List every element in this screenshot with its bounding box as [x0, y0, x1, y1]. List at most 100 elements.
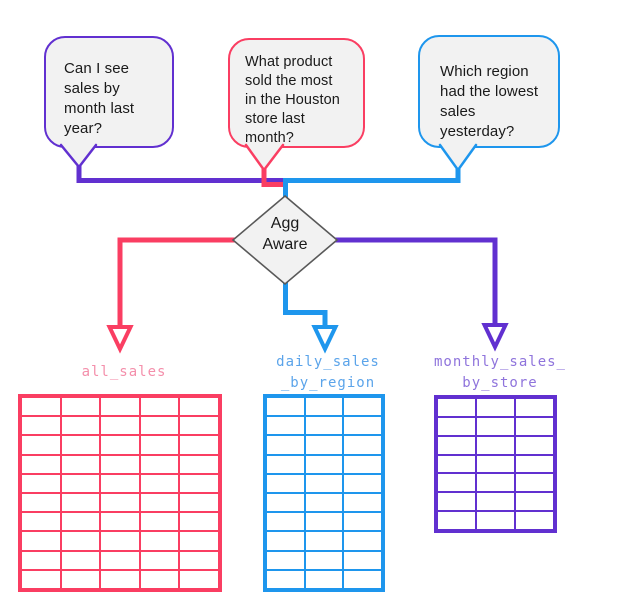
- table-cell: [477, 512, 514, 529]
- table-cell: [305, 513, 343, 531]
- arrow-down-icon: [481, 323, 509, 352]
- table-cell: [101, 474, 139, 492]
- table-grid-daily-sales-by-region: [263, 394, 385, 592]
- table-grid-all-sales: [18, 394, 222, 592]
- table-cell: [101, 513, 139, 531]
- table-cell: [61, 398, 100, 416]
- table-cell: [305, 417, 343, 435]
- table-name-daily-sales-by-region: daily_sales _by_region: [276, 354, 380, 391]
- table-cell: [101, 494, 139, 512]
- table-cell: [344, 570, 381, 588]
- table-cell: [101, 398, 139, 416]
- table-cell: [140, 455, 179, 473]
- table-cell: [140, 551, 179, 569]
- table-cell: [267, 474, 304, 492]
- arrow-down-icon: [106, 325, 134, 354]
- table-cell: [305, 570, 343, 588]
- table-cell: [344, 455, 381, 473]
- table-cell: [61, 513, 100, 531]
- table-cell: [61, 417, 100, 435]
- table-cell: [140, 436, 179, 454]
- speech-bubble-houston-product-question: What product sold the most in the Housto…: [228, 38, 365, 148]
- table-cell: [140, 417, 179, 435]
- table-cell: [267, 513, 304, 531]
- speech-bubble-lowest-region-question: Which region had the lowest sales yester…: [418, 35, 560, 148]
- table-cell: [267, 436, 304, 454]
- table-cell: [516, 399, 553, 416]
- table-cell: [140, 570, 179, 588]
- connector-pink-in: [261, 162, 288, 187]
- table-cell: [101, 436, 139, 454]
- table-cell: [305, 551, 343, 569]
- connector-purple-out: [335, 237, 498, 327]
- table-cell: [22, 551, 60, 569]
- table-cell: [180, 417, 218, 435]
- table-cell: [305, 532, 343, 550]
- table-cell: [180, 398, 218, 416]
- table-cell: [477, 455, 514, 473]
- table-cell: [305, 494, 343, 512]
- table-cell: [438, 474, 475, 492]
- table-cell: [180, 494, 218, 512]
- connector-purple-in: [76, 160, 283, 183]
- table-cell: [22, 570, 60, 588]
- table-cell: [180, 513, 218, 531]
- table-cell: [477, 436, 514, 454]
- speech-bubble-monthly-sales-question: Can I see sales by month last year?: [44, 36, 174, 148]
- table-cell: [305, 436, 343, 454]
- table-name-all-sales: all_sales: [81, 364, 167, 380]
- connector-blue-out: [283, 282, 328, 329]
- table-cell: [180, 455, 218, 473]
- speech-bubble-tail-pink: [244, 143, 285, 173]
- speech-bubble-text: Can I see sales by month last year?: [64, 60, 135, 137]
- table-cell: [180, 474, 218, 492]
- table-cell: [516, 417, 553, 435]
- table-cell: [267, 417, 304, 435]
- table-cell: [516, 512, 553, 529]
- table-cell: [61, 551, 100, 569]
- table-cell: [344, 474, 381, 492]
- table-cell: [267, 570, 304, 588]
- table-cell: [344, 551, 381, 569]
- table-cell: [267, 551, 304, 569]
- table-cell: [140, 474, 179, 492]
- table-name-monthly-sales-by-store: monthly_sales_ by_store: [433, 354, 566, 391]
- table-cell: [22, 474, 60, 492]
- table-cell: [344, 436, 381, 454]
- table-cell: [305, 455, 343, 473]
- arrow-down-icon: [311, 325, 339, 354]
- table-cell: [22, 398, 60, 416]
- table-cell: [344, 532, 381, 550]
- table-cell: [477, 399, 514, 416]
- table-cell: [438, 493, 475, 511]
- table-cell: [22, 417, 60, 435]
- connector-blue-in: [283, 162, 461, 198]
- table-cell: [305, 398, 343, 416]
- table-cell: [267, 398, 304, 416]
- table-cell: [61, 436, 100, 454]
- decision-diamond-label: Agg Aware: [262, 215, 308, 253]
- table-cell: [438, 436, 475, 454]
- connector-pink-out: [117, 237, 235, 329]
- table-cell: [22, 494, 60, 512]
- table-cell: [438, 512, 475, 529]
- table-cell: [344, 398, 381, 416]
- table-cell: [140, 513, 179, 531]
- table-cell: [477, 474, 514, 492]
- table-cell: [438, 417, 475, 435]
- table-cell: [438, 399, 475, 416]
- table-cell: [180, 551, 218, 569]
- table-cell: [22, 532, 60, 550]
- table-cell: [344, 417, 381, 435]
- table-cell: [140, 494, 179, 512]
- table-cell: [267, 532, 304, 550]
- table-cell: [140, 398, 179, 416]
- table-cell: [22, 455, 60, 473]
- speech-bubble-tail-blue: [438, 143, 478, 173]
- table-cell: [140, 532, 179, 550]
- table-cell: [61, 570, 100, 588]
- table-cell: [180, 532, 218, 550]
- table-cell: [61, 494, 100, 512]
- table-cell: [180, 570, 218, 588]
